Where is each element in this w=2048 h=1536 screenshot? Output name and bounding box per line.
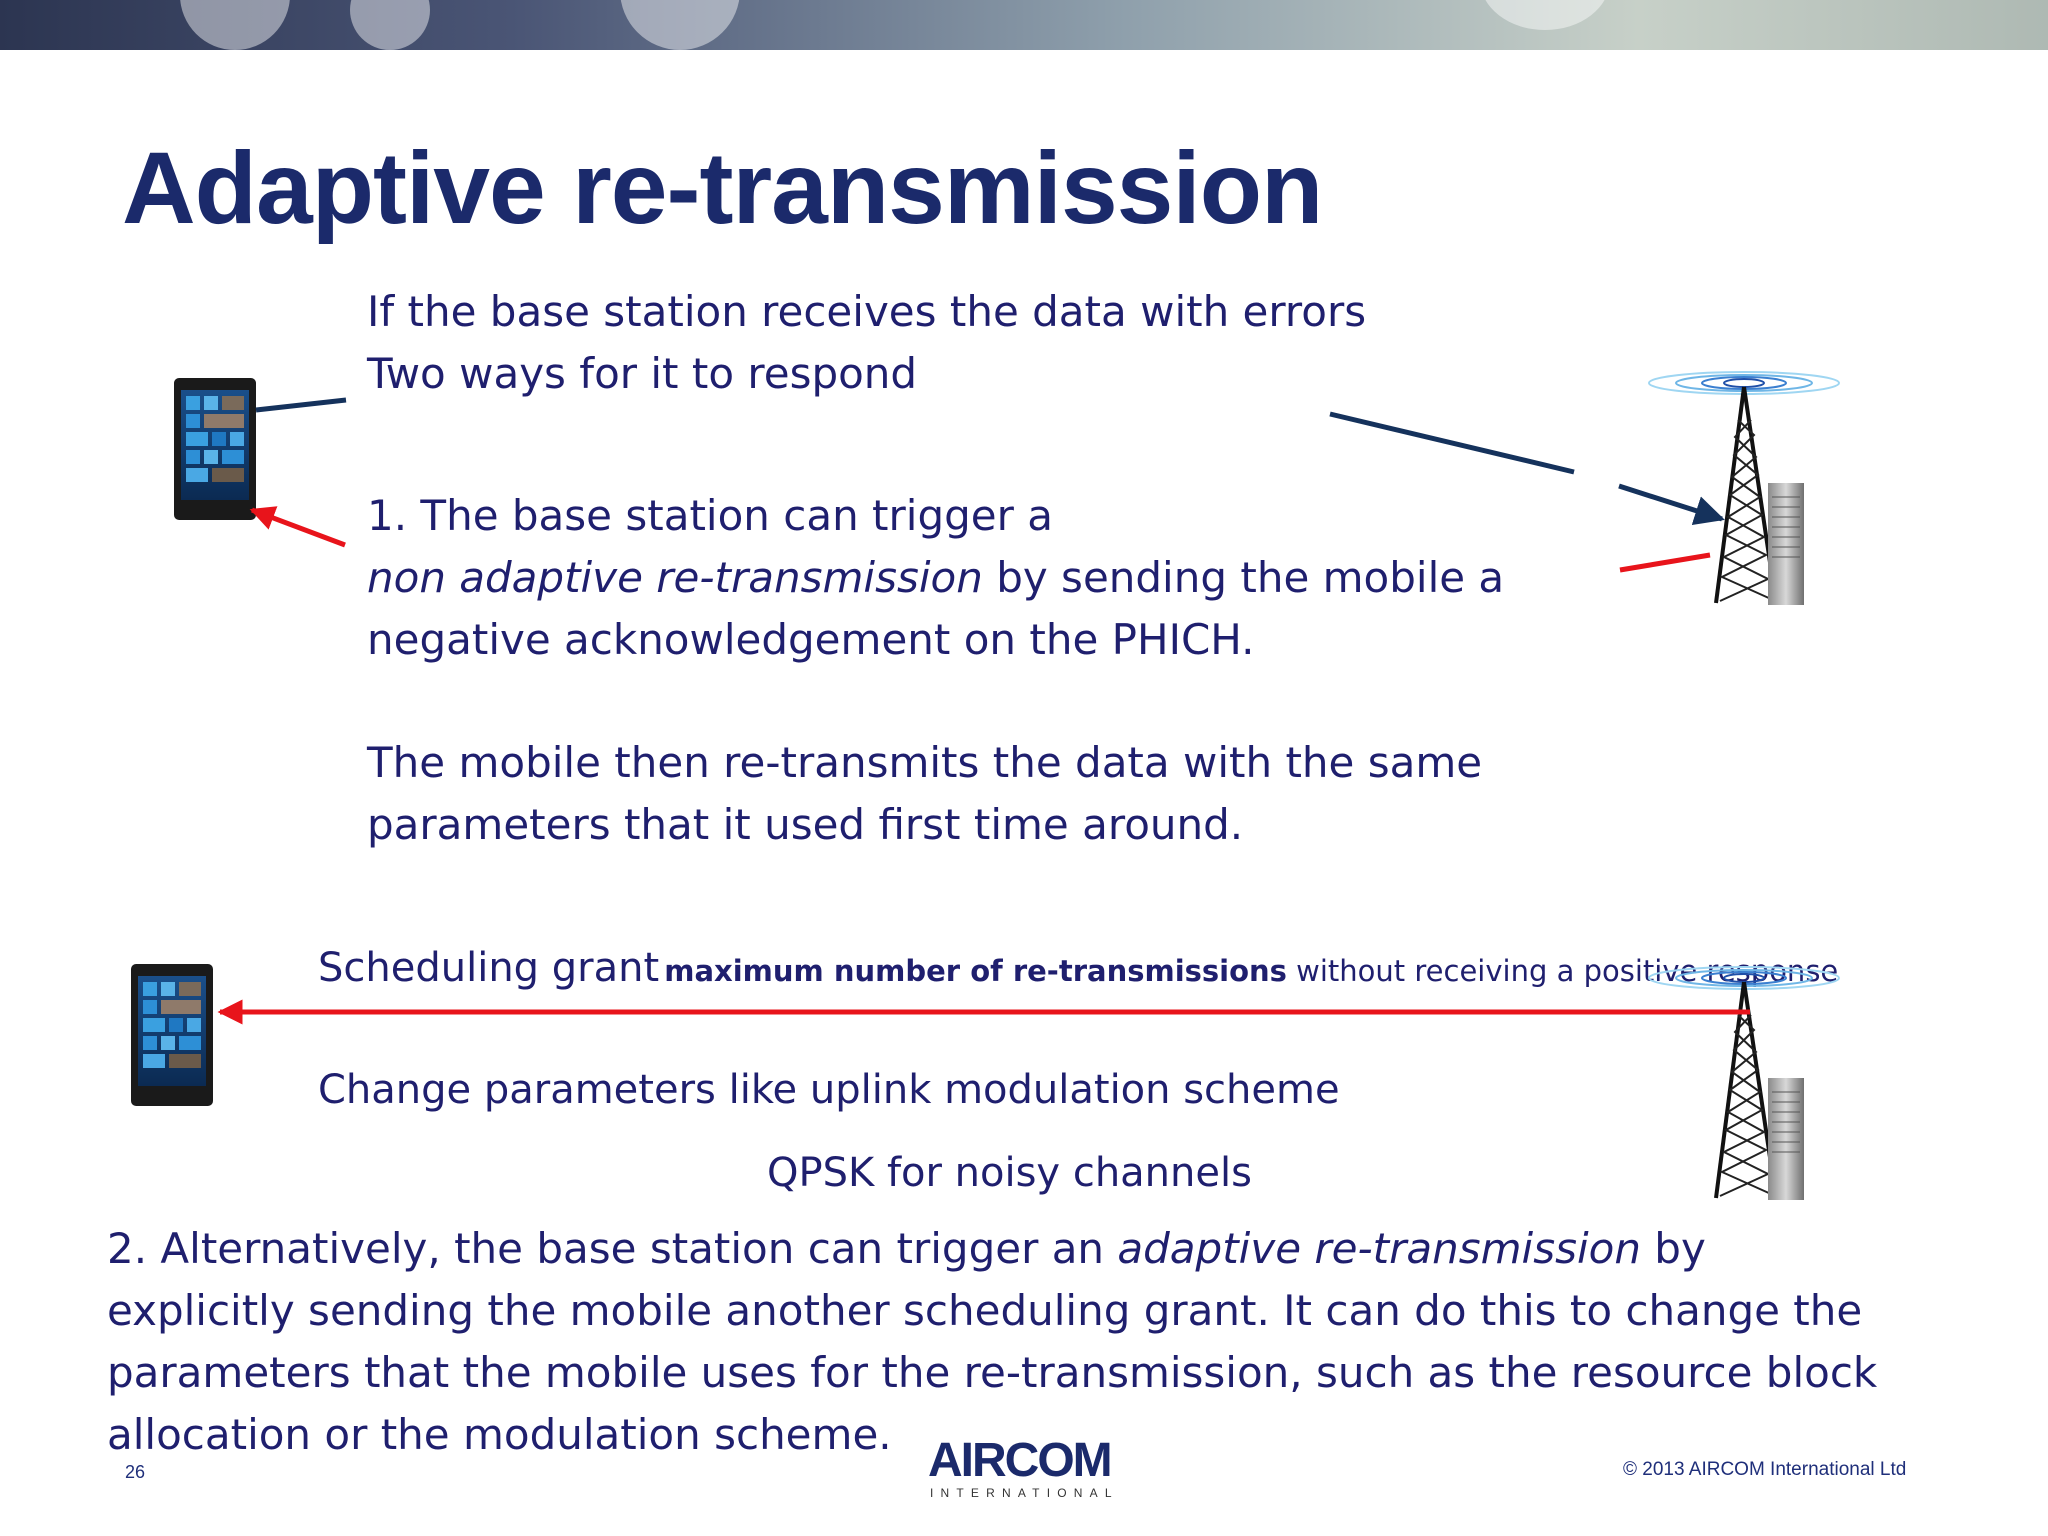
option1-line-2-rest: by sending the mobile a [982,553,1505,602]
option2-line-4: allocation or the modulation scheme. [107,1410,892,1459]
option1-line-5: parameters that it used first time aroun… [367,800,1244,849]
option2-line-2: explicitly sending the mobile another sc… [107,1286,1863,1335]
option2-line-3: parameters that the mobile uses for the … [107,1348,1878,1397]
nack-arrow-right-segment [1619,552,1711,573]
option1-line-1: 1. The base station can trigger a [367,491,1053,540]
uplink-arrow-segment-2 [1329,411,1575,475]
page-title: Adaptive re-transmission [122,131,1323,245]
option1-line-3: negative acknowledgement on the PHICH. [367,615,1255,664]
page-number: 26 [125,1462,146,1482]
header-banner [0,0,2048,50]
non-adaptive-term: non adaptive re-transmission [367,553,983,602]
server-cabinet-icon [1768,483,1804,605]
adaptive-term: adaptive re-transmission [1117,1224,1641,1273]
option2-line-1-post: by [1640,1224,1706,1273]
uplink-arrow-segment-3 [1618,483,1725,526]
server-cabinet-icon [1768,1078,1804,1200]
grant-bold-note: maximum number of re-transmissions [664,954,1287,988]
mobile-phone-icon [131,964,213,1106]
grant-label: Scheduling grant [318,945,660,991]
copyright-notice: © 2013 AIRCOM International Ltd [1623,1459,1907,1480]
option2-line-1: 2. Alternatively, the base station can t… [107,1218,1706,1280]
logo-main-text: AIRCOM [928,1434,1113,1487]
option1-line-2: non adaptive re-transmission by sending … [367,547,1504,609]
nack-arrow-left [249,506,346,548]
uplink-arrow-segment-1 [255,397,347,413]
base-station-tower-icon [1648,966,1840,1200]
intro-line-1: If the base station receives the data wi… [367,287,1367,336]
mobile-phone-icon [174,378,256,520]
logo-sub-text: INTERNATIONAL [930,1486,1119,1500]
change-line-1: Change parameters like uplink modulation… [318,1067,1340,1113]
change-line-2: QPSK for noisy channels [767,1150,1252,1196]
option1-line-4: The mobile then re-transmits the data wi… [367,738,1483,787]
option2-line-1-pre: 2. Alternatively, the base station can t… [107,1224,1118,1273]
aircom-logo: AIRCOM INTERNATIONAL [928,1434,1120,1501]
base-station-tower-icon [1648,371,1840,605]
intro-line-2: Two ways for it to respond [367,349,918,398]
